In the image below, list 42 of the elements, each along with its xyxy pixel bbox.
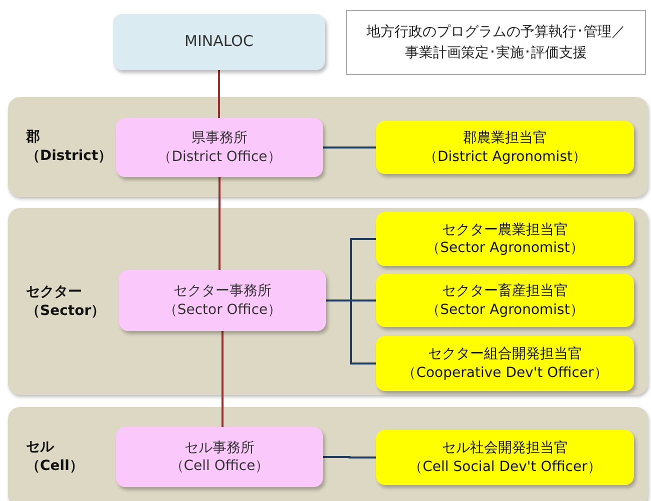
note-text: 地方行政のプログラムの予算執行･管理／事業計画策定･実施･評価支援 [366, 22, 626, 62]
box-label: セクター畜産担当官 [442, 282, 568, 300]
box-label: （Sector Agronomist） [426, 300, 584, 319]
officer-box [376, 430, 634, 485]
box-label: （District Agronomist） [424, 148, 586, 166]
box-label: （Cell Office） [170, 457, 270, 476]
box-label: セクター組合開発担当官 [428, 345, 582, 364]
connector-line [323, 146, 376, 148]
connector-line [218, 70, 220, 118]
officer-box [376, 121, 634, 174]
level-label: 郡 [26, 128, 40, 147]
connector-line [218, 177, 220, 270]
note-box [346, 10, 646, 75]
level-band [8, 97, 648, 197]
level-label: セクター [26, 282, 82, 302]
level-label: （Sector） [26, 302, 106, 320]
office-box [116, 427, 323, 487]
officer-box [376, 212, 634, 266]
box-label: （Sector Agronomist） [426, 239, 584, 258]
level-label: セル [26, 438, 54, 457]
officer-box [376, 274, 634, 327]
box-label: 県事務所 [192, 129, 248, 148]
box-label: セクター農業担当官 [442, 220, 568, 239]
box-label: （Sector Office） [163, 300, 282, 319]
box-label: （Cooperative Dev't Officer） [402, 364, 608, 382]
connector-line [222, 331, 224, 427]
box-label: セル社会開発担当官 [442, 439, 568, 458]
connector-line [323, 456, 376, 458]
box-label: （District Office） [158, 148, 282, 166]
box-label: 郡農業担当官 [463, 129, 547, 148]
box-label: セクター事務所 [174, 282, 272, 300]
office-box [116, 118, 323, 177]
office-box [119, 270, 326, 331]
box-label: MINALOC [184, 32, 254, 52]
level-band [8, 407, 648, 501]
ministry-box [113, 14, 325, 70]
level-label: （District） [26, 147, 112, 166]
officer-box [376, 336, 634, 391]
box-label: セル事務所 [184, 438, 254, 457]
level-label: （Cell） [26, 457, 84, 476]
box-label: （Cell Social Dev't Officer） [408, 458, 602, 476]
level-band [8, 208, 648, 395]
